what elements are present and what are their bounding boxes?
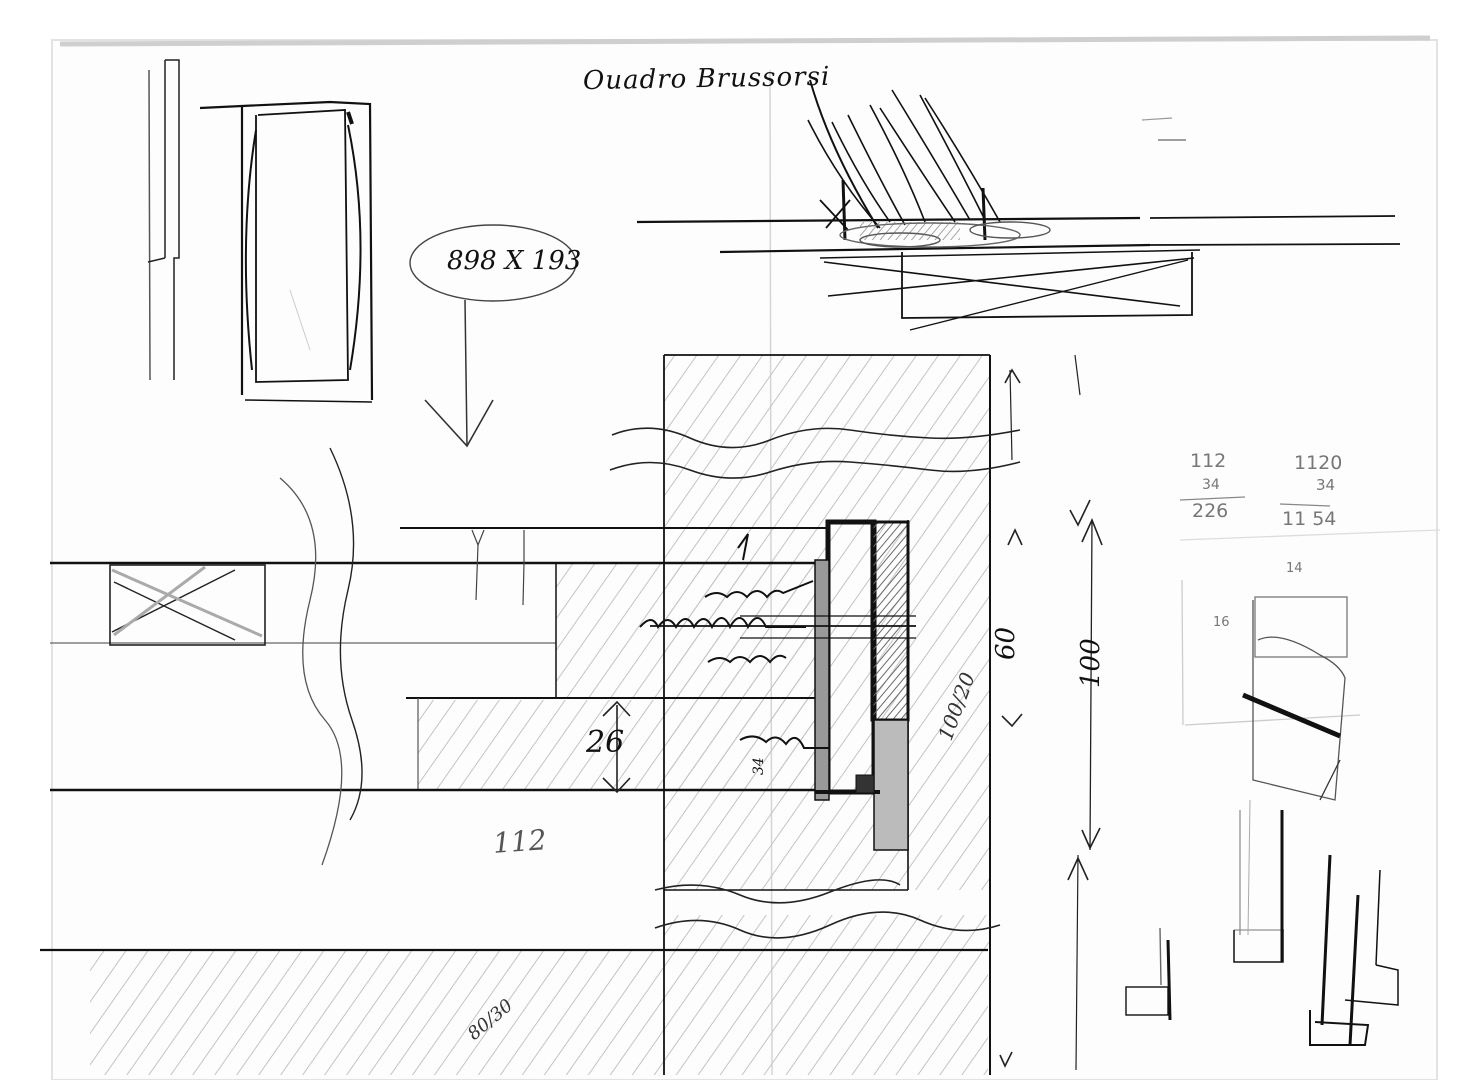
- calc-left-line1: 112: [1190, 450, 1227, 472]
- crossed-box: [109, 564, 266, 646]
- dimension-60: 60: [991, 626, 1021, 660]
- calc-left-line2: 34: [1202, 477, 1220, 493]
- screw-fasteners: [639, 533, 829, 749]
- dimension-arrows: [602, 354, 1103, 1071]
- calc-right-line2: 34: [1316, 476, 1336, 494]
- narrow-profile-elevation: [147, 59, 180, 381]
- dimension-34: 34: [751, 757, 767, 775]
- window-frame-profile: [650, 519, 916, 851]
- dimension-100: 100: [1076, 638, 1106, 688]
- main-frame-construction-detail: [40, 354, 1103, 1075]
- frame-elevation: [199, 100, 374, 403]
- glass-panel-sketch: [1179, 529, 1441, 801]
- wall-section-perspective: [636, 79, 1401, 331]
- sheet-title: Ouadro Brussorsi: [582, 61, 831, 97]
- dimension-26: 26: [586, 725, 625, 760]
- calc-right-result: 11 54: [1282, 508, 1337, 530]
- oval-dimension-label: 898 X 193: [447, 246, 582, 276]
- sill-profile-details: [1125, 799, 1399, 1046]
- dimension-112: 112: [491, 823, 548, 860]
- dimension-callout: [409, 224, 577, 448]
- sketch-mark-side: 16: [1213, 615, 1230, 630]
- sketch-mark-top: 14: [1286, 561, 1303, 576]
- calc-right-line1: 1120: [1294, 452, 1343, 474]
- calc-left-result: 226: [1192, 500, 1229, 522]
